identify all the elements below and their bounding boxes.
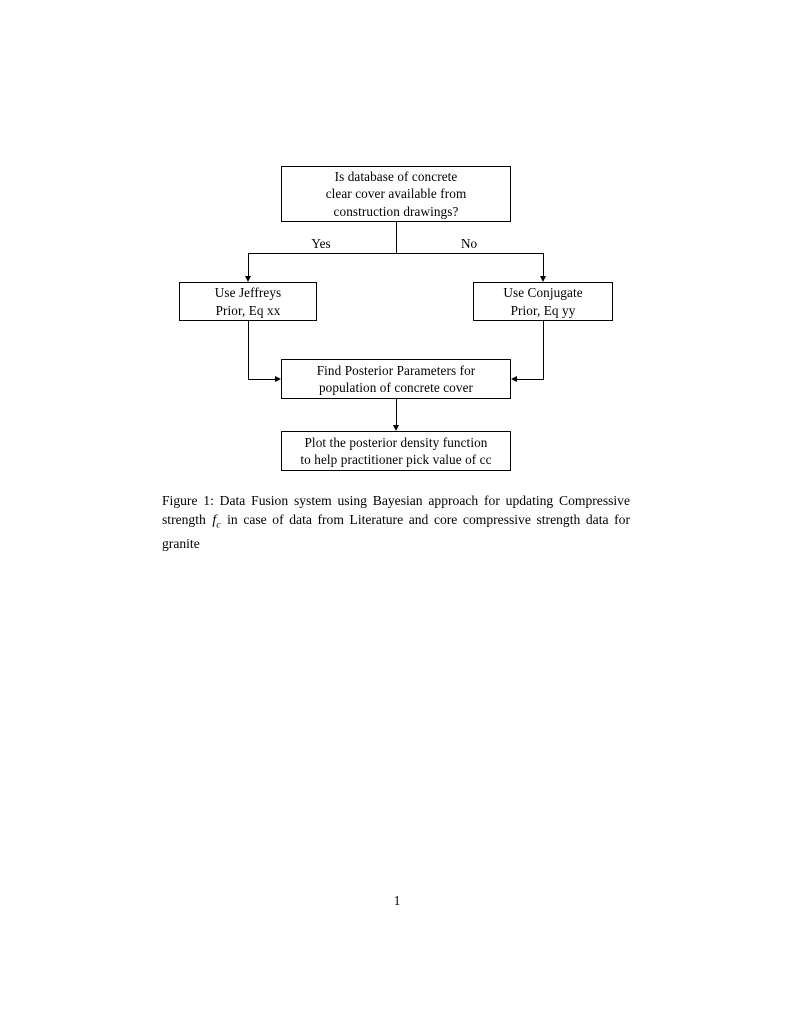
caption-math-subscript: c xyxy=(216,519,221,531)
branch-label-yes: Yes xyxy=(311,236,331,251)
node-posterior-line-2: population of concrete cover xyxy=(318,380,474,395)
node-decision-line-1: Is database of concrete xyxy=(334,168,458,184)
branch-label-no: No xyxy=(460,236,478,251)
edge-jeffreys-down xyxy=(248,321,249,379)
flowchart-node-find-posterior-parameters: Find Posterior Parameters for population… xyxy=(281,359,511,399)
node-conjugate-line-2: Prior, Eq yy xyxy=(510,302,576,318)
edge-conjugate-down xyxy=(543,321,544,379)
flowchart-node-jeffreys-prior: Use Jeffreys Prior, Eq xx xyxy=(179,282,317,321)
arrowhead-into-jeffreys xyxy=(244,276,251,282)
node-jeffreys-line-1: Use Jeffreys xyxy=(214,285,282,301)
node-jeffreys-line-2: Prior, Eq xx xyxy=(215,302,281,318)
arrowhead-into-posterior-left xyxy=(275,375,281,382)
node-decision-line-2: clear cover available from xyxy=(325,186,467,202)
flowchart-node-plot-posterior-density: Plot the posterior density function to h… xyxy=(281,431,511,471)
node-plot-line-1: Plot the posterior density function xyxy=(304,434,488,450)
edge-yes-drop xyxy=(248,253,249,276)
flowchart-node-conjugate-prior: Use Conjugate Prior, Eq yy xyxy=(473,282,613,321)
caption-text-after-math: in case of data from Literature and core… xyxy=(162,511,630,551)
edge-no-drop xyxy=(543,253,544,276)
flowchart-figure: Is database of concrete clear cover avai… xyxy=(0,0,794,490)
figure-caption: Figure 1: Data Fusion system using Bayes… xyxy=(162,492,630,554)
node-plot-line-2: to help practitioner pick value of cc xyxy=(300,452,492,467)
caption-math-symbol: fc xyxy=(211,511,221,531)
edge-conjugate-to-posterior xyxy=(517,379,544,380)
edge-jeffreys-to-posterior xyxy=(248,379,275,380)
caption-label: Figure 1: xyxy=(162,493,214,508)
edge-decision-stem xyxy=(396,222,397,253)
flowchart-node-decision: Is database of concrete clear cover avai… xyxy=(281,166,511,222)
edge-posterior-to-plot xyxy=(396,399,397,425)
arrowhead-into-plot xyxy=(392,425,399,431)
page-number: 1 xyxy=(393,893,401,908)
caption-text-before-math: Data Fusion system using Bayesian approa… xyxy=(162,493,631,527)
node-decision-line-3: construction drawings? xyxy=(333,203,459,219)
edge-branch-split xyxy=(248,253,544,254)
arrowhead-into-conjugate xyxy=(539,276,546,282)
arrowhead-into-posterior-right xyxy=(511,375,517,382)
caption-math-base: f xyxy=(212,511,217,527)
node-conjugate-line-1: Use Conjugate xyxy=(503,285,583,301)
node-posterior-line-1: Find Posterior Parameters for xyxy=(316,362,476,378)
